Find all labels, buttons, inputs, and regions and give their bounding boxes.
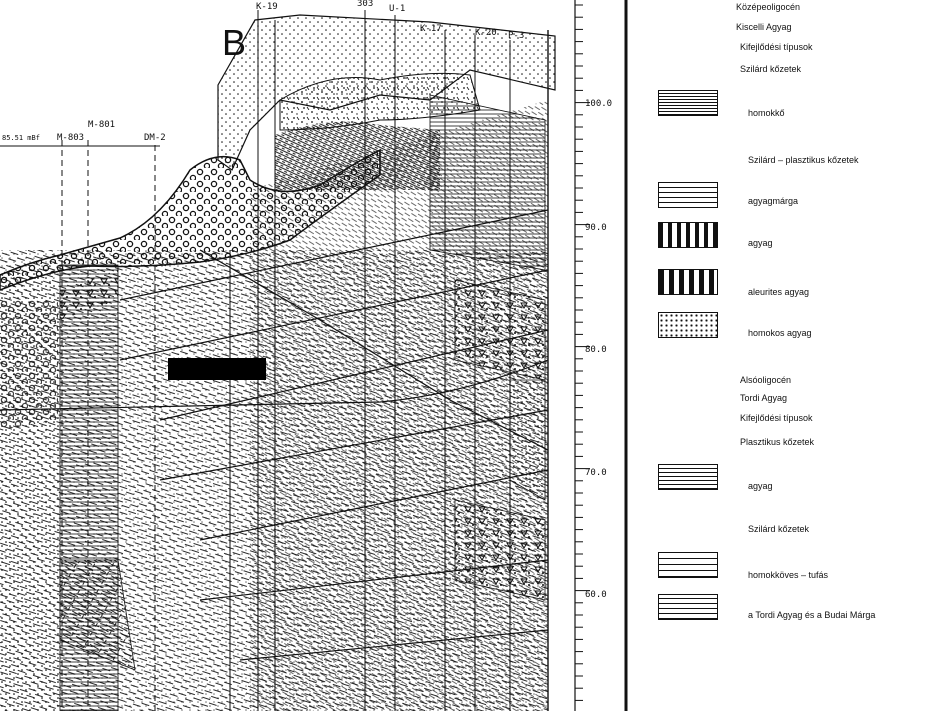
legend-heading: Szilárd kőzetek xyxy=(740,64,802,74)
well-label: P-3 xyxy=(508,31,524,41)
cross-section-drawing: B K-19 303 U-1 K-17 K-20 P-3 M-801 M-803… xyxy=(0,0,628,711)
legend-entry-label: homokos agyag xyxy=(748,328,812,338)
scale-tick-label: 80.0 xyxy=(585,345,607,355)
well-label: M-803 xyxy=(57,133,84,143)
legend-swatch xyxy=(658,269,718,295)
legend-heading: Szilárd kőzetek xyxy=(748,524,810,534)
legend-swatch xyxy=(658,594,718,620)
well-label: M-801 xyxy=(88,120,115,130)
legend-entry-label: agyag xyxy=(748,481,773,491)
sea-level-label: 85.51 mBf xyxy=(2,134,40,142)
legend-entry-label: homokkő xyxy=(748,108,785,118)
legend-swatch xyxy=(658,552,718,578)
well-label: K-19 xyxy=(256,2,278,12)
well-label: U-1 xyxy=(389,4,405,14)
scale-tick-label: 60.0 xyxy=(585,590,607,600)
legend-swatch xyxy=(658,90,718,116)
well-label: K-17 xyxy=(420,24,442,34)
legend-entry-label: aleurites agyag xyxy=(748,287,810,297)
legend-heading: Szilárd – plasztikus kőzetek xyxy=(748,155,859,165)
well-label: K-20 xyxy=(475,28,497,38)
legend-heading: Kiscelli Agyag xyxy=(736,22,792,32)
depth-scale: 100.0 90.0 80.0 70.0 60.0 xyxy=(574,0,612,711)
legend-heading: Kifejlődési típusok xyxy=(740,42,813,52)
section-letter: B xyxy=(222,22,246,63)
legend-heading: Plasztikus kőzetek xyxy=(740,437,815,447)
legend-heading: Középeoligocén xyxy=(736,2,801,12)
legend-entry-label: agyag xyxy=(748,238,773,248)
redaction-bar xyxy=(168,358,266,380)
legend-entry-label: a Tordi Agyag és a Budai Márga xyxy=(748,610,876,620)
well-label: 303 xyxy=(357,0,373,9)
legend-entry-label: agyagmárga xyxy=(748,196,799,206)
scale-tick-label: 100.0 xyxy=(585,99,612,109)
scale-tick-label: 70.0 xyxy=(585,468,607,478)
scale-tick-label: 90.0 xyxy=(585,223,607,233)
legend-swatch xyxy=(658,312,718,338)
well-label: DM-2 xyxy=(144,133,166,143)
strata-boundaries xyxy=(0,209,549,661)
legend-swatch xyxy=(658,222,718,248)
legend-heading: Kifejlődési típusok xyxy=(740,413,813,423)
legend-swatch xyxy=(658,464,718,490)
legend-swatch xyxy=(658,182,718,208)
legend-entry-label: homokköves – tufás xyxy=(748,570,829,580)
legend-heading: Tordi Agyag xyxy=(740,393,788,403)
legend-heading: Alsóoligocén xyxy=(740,375,792,385)
